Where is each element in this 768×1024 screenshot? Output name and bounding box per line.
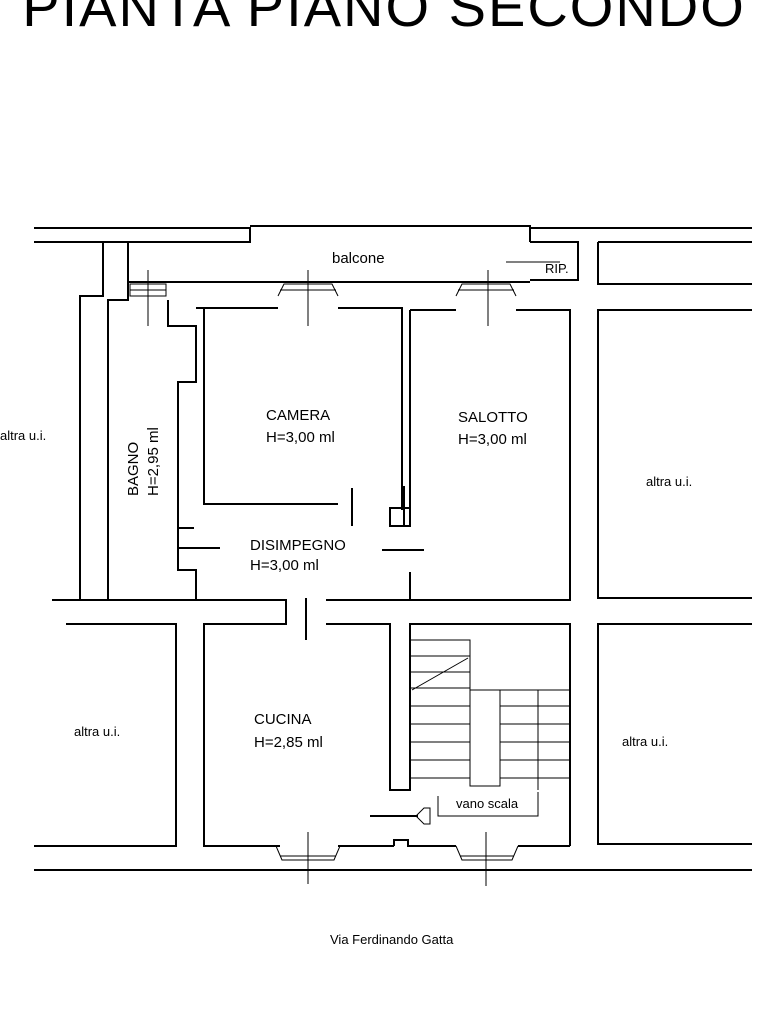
- label-neighbor-right-bottom: altra u.i.: [622, 734, 669, 749]
- stairs[interactable]: [410, 639, 570, 817]
- salotto-walls: [382, 309, 571, 601]
- label-vano-scala: vano scala: [456, 796, 519, 811]
- label-camera-height: H=3,00 ml: [266, 429, 335, 446]
- neighbor-right-walls: [597, 309, 752, 845]
- label-bagno-name: BAGNO: [125, 441, 142, 496]
- label-camera-name: CAMERA: [266, 407, 331, 424]
- label-disimpegno-name: DISIMPEGNO: [250, 537, 346, 554]
- label-cucina-name: CUCINA: [254, 711, 312, 728]
- bagno-walls: [80, 282, 220, 601]
- label-disimpegno-height: H=3,00 ml: [250, 557, 319, 574]
- bottom-wall: [34, 839, 752, 871]
- outer-wall-left: [52, 242, 104, 601]
- label-salotto-name: SALOTTO: [458, 409, 528, 426]
- camera-walls: [196, 307, 403, 526]
- middle-wall: [34, 598, 571, 847]
- window-camera: [277, 270, 339, 326]
- label-bagno-height: H=2,95 ml: [145, 427, 162, 496]
- window-salotto: [455, 270, 517, 326]
- label-salotto-height: H=3,00 ml: [458, 431, 527, 448]
- label-rip: RIP.: [545, 261, 569, 276]
- window-bagno: [129, 270, 167, 326]
- window-cucina: [275, 832, 341, 884]
- label-balcone: balcone: [332, 250, 385, 267]
- window-scala: [455, 832, 519, 886]
- page-title: PIANTA PIANO SECONDO: [22, 0, 746, 38]
- label-neighbor-right-top: altra u.i.: [646, 474, 693, 489]
- label-cucina-height: H=2,85 ml: [254, 734, 323, 751]
- label-neighbor-left-bottom: altra u.i.: [74, 724, 121, 739]
- entrance-arrow-icon: [370, 807, 431, 825]
- balcony-walls: [34, 225, 752, 285]
- label-neighbor-left-top: altra u.i.: [0, 428, 47, 443]
- label-street: Via Ferdinando Gatta: [330, 932, 454, 947]
